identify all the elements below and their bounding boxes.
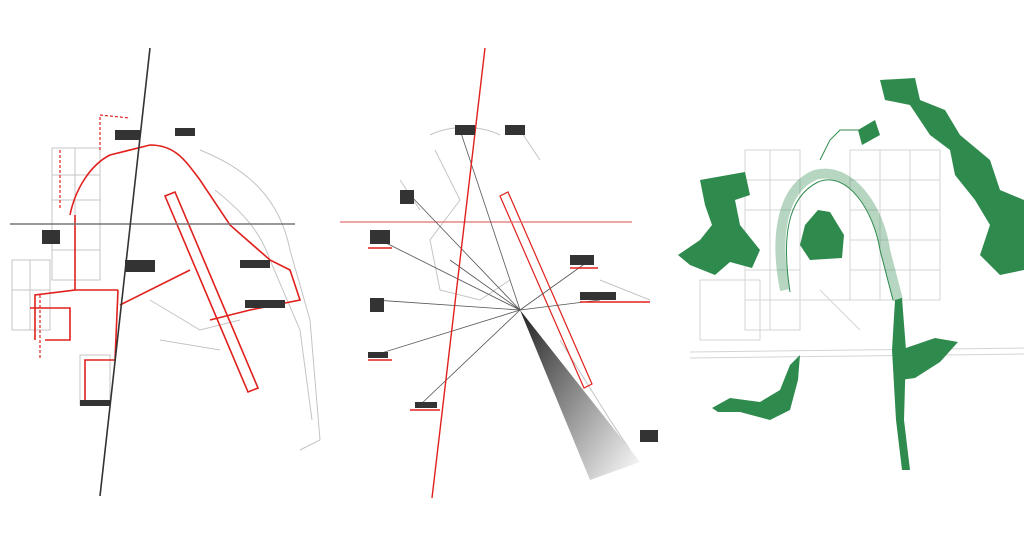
panel-1-red-network-plan <box>10 47 321 497</box>
river-corridor-curve <box>775 168 903 302</box>
street-grid <box>399 127 651 451</box>
street-grid <box>689 149 1024 359</box>
green-south-west-belt <box>712 355 800 420</box>
red-runway-outline <box>163 190 260 394</box>
sight-rays <box>374 129 601 406</box>
green-west-patch <box>678 172 760 275</box>
street-grid <box>11 147 321 451</box>
diagonal-axis-line <box>431 47 486 499</box>
red-route-loop <box>30 144 302 400</box>
red-runway-outline <box>499 191 593 389</box>
red-route-dashed <box>39 114 131 360</box>
green-south-east-patch <box>900 338 958 380</box>
green-spaces <box>678 78 1024 470</box>
red-accents <box>368 247 650 411</box>
green-north-east-belt <box>880 78 1024 275</box>
building-clusters <box>42 128 285 406</box>
green-river-corridor <box>892 298 910 470</box>
green-central-park <box>800 210 844 260</box>
river-corridor-outline <box>786 129 894 301</box>
panel-2-ray-diagram-plan <box>340 47 658 499</box>
panel-3-green-space-plan <box>678 78 1024 470</box>
view-cone-gradient <box>520 310 640 480</box>
green-north-spur <box>858 120 880 145</box>
building-clusters <box>368 125 658 442</box>
